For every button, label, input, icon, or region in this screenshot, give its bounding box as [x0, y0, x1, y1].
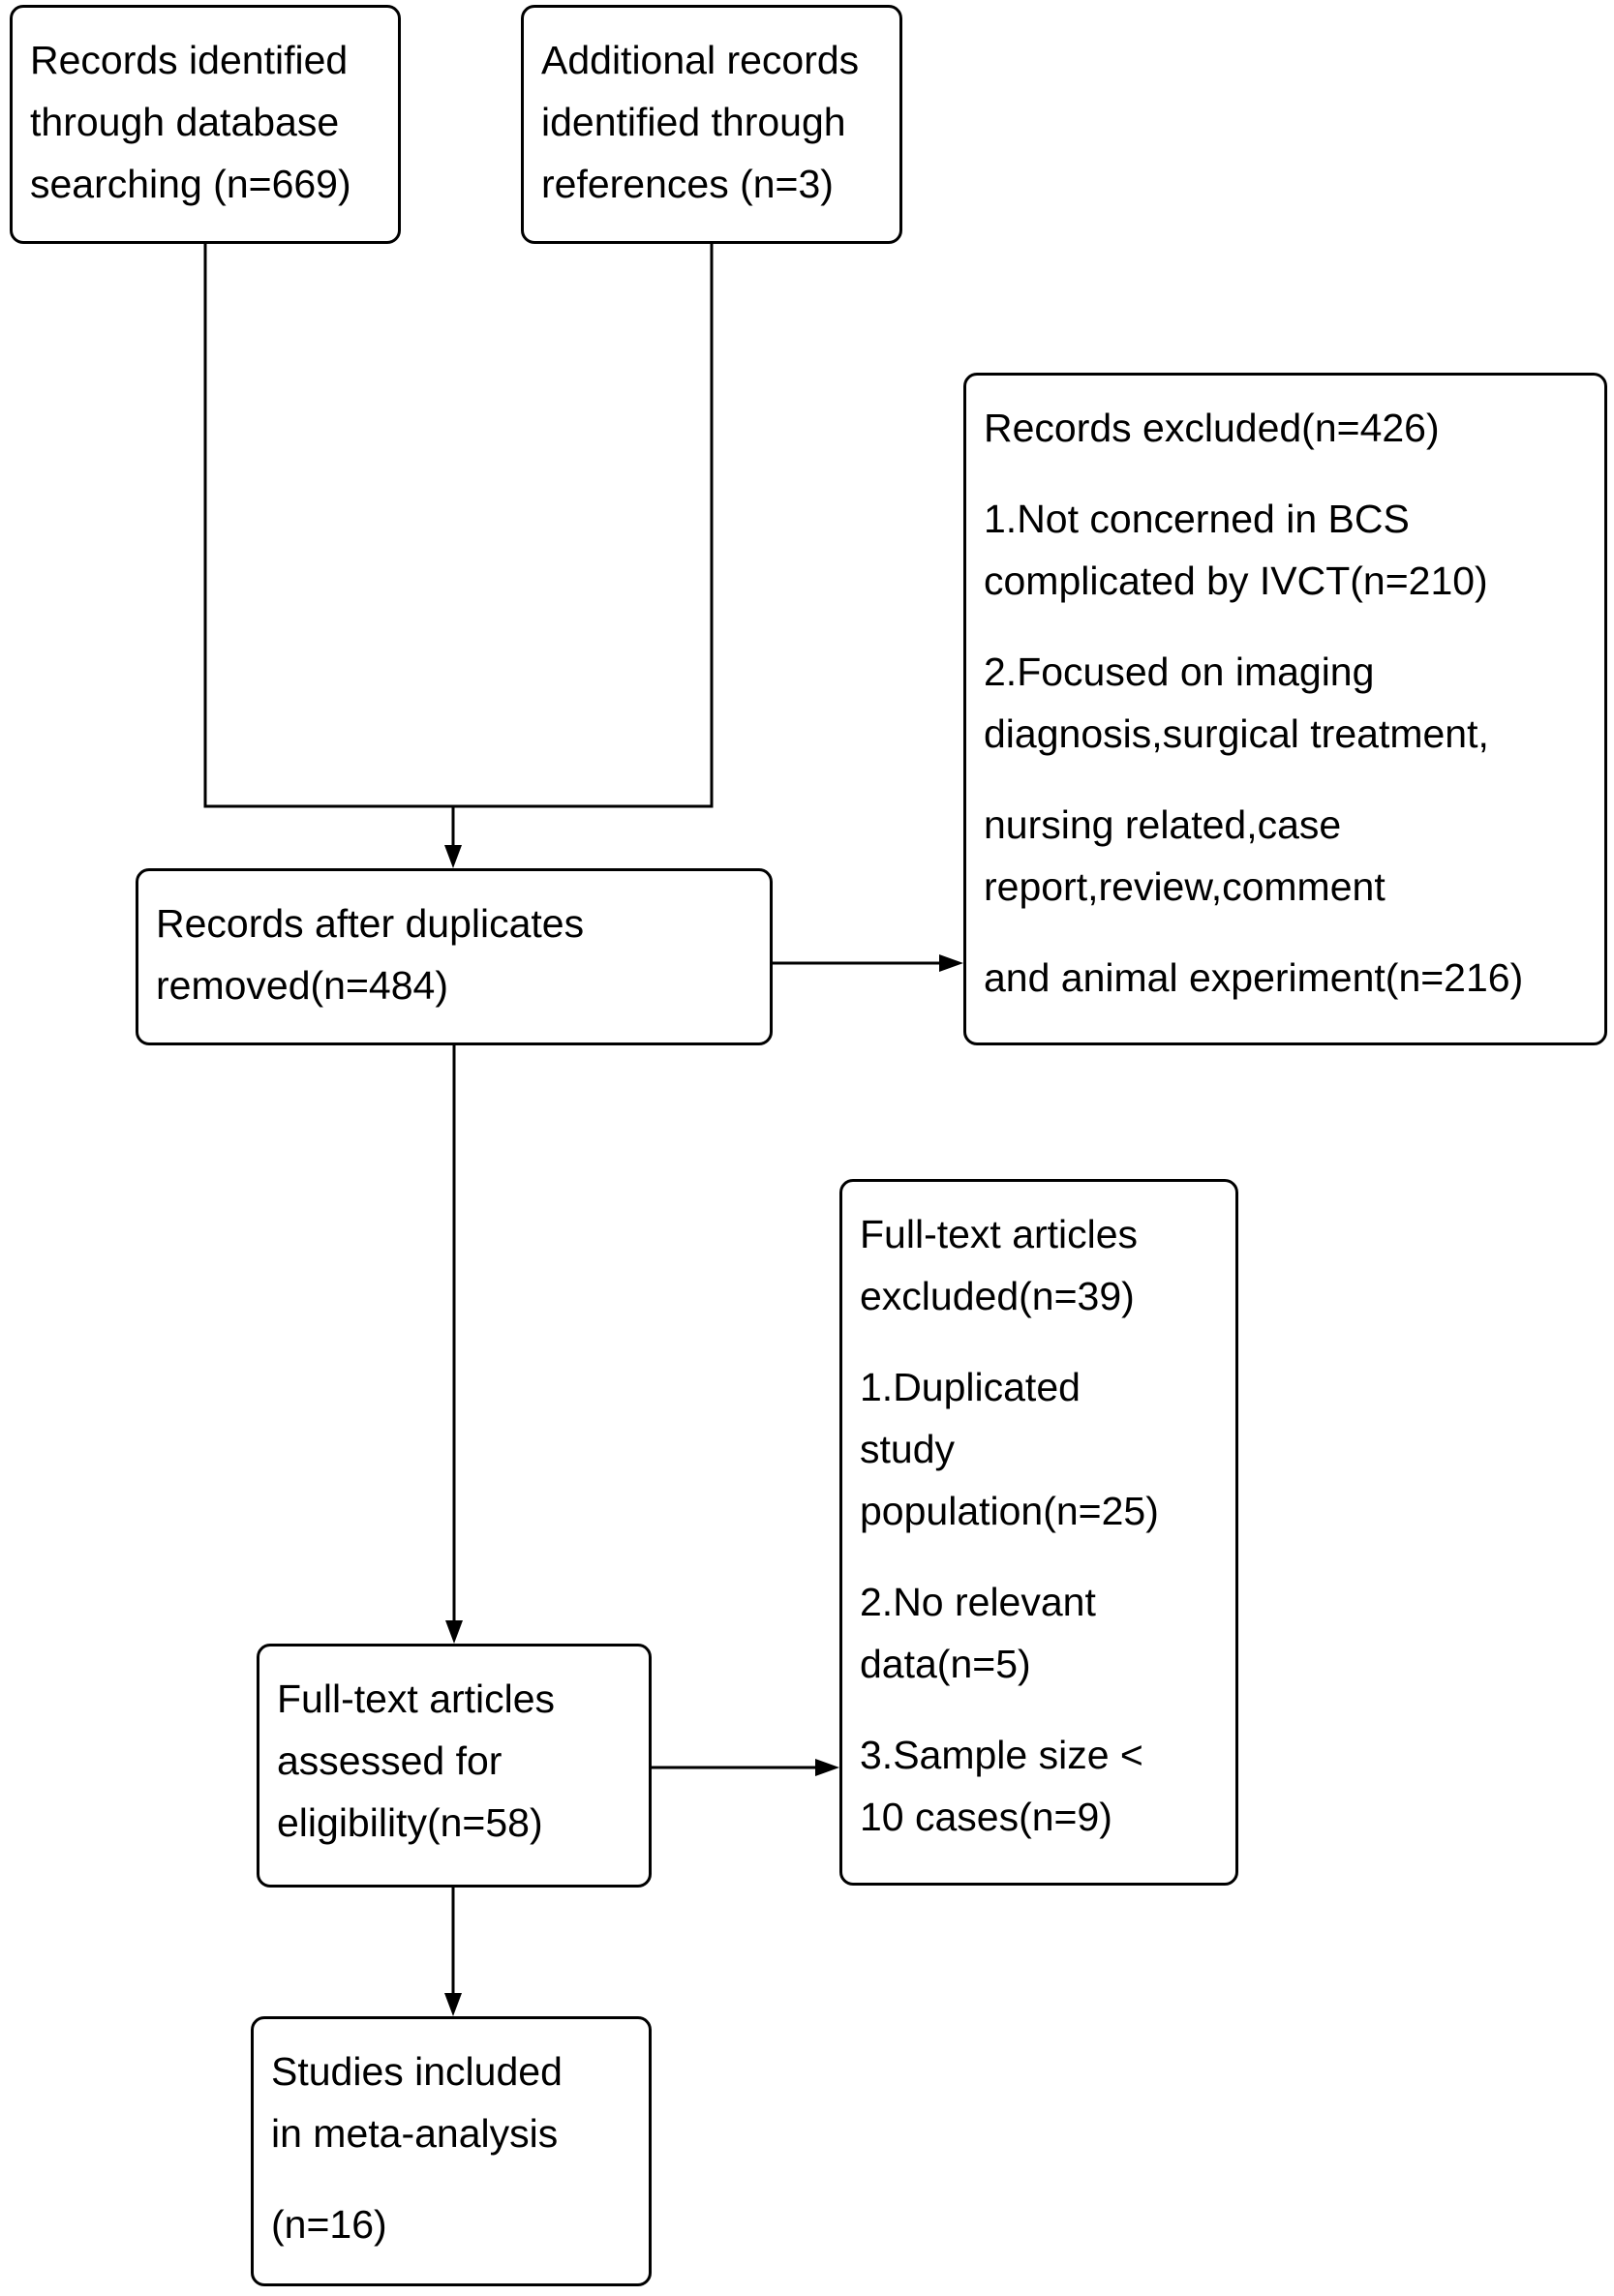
studies-included-text: Studies included in meta-analysis: [271, 2049, 563, 2156]
fulltext-assessed-text: Full-text articles assessed for eligibil…: [277, 1677, 556, 1845]
box-fulltext-assessed: Full-text articles assessed for eligibil…: [257, 1644, 652, 1888]
records-identified-text: Records identified through database sear…: [30, 38, 351, 206]
connector-merge-lines: [203, 244, 714, 852]
fulltext-excluded-title: Full-text articles excluded(n=39): [860, 1212, 1139, 1318]
arrow-right-icon: [939, 954, 963, 972]
records-excluded-reason-2: 2.Focused on imaging diagnosis,surgical …: [984, 650, 1489, 756]
box-fulltext-excluded: Full-text articles excluded(n=39) 1.Dupl…: [839, 1179, 1238, 1886]
fulltext-excluded-reason-3: 3.Sample size < 10 cases(n=9): [860, 1733, 1143, 1839]
box-studies-included: Studies included in meta-analysis (n=16): [251, 2016, 652, 2286]
records-excluded-reason-2-end: and animal experiment(n=216): [984, 955, 1524, 1000]
box-duplicates-removed: Records after duplicates removed(n=484): [136, 868, 773, 1045]
box-additional-records: Additional records identified through re…: [521, 5, 902, 244]
records-excluded-reason-1: 1.Not concerned in BCS complicated by IV…: [984, 497, 1488, 603]
fulltext-excluded-reason-1: 1.Duplicated study population(n=25): [860, 1365, 1159, 1533]
box-records-identified: Records identified through database sear…: [10, 5, 401, 244]
arrow-down-icon: [445, 1620, 463, 1644]
duplicates-removed-text: Records after duplicates removed(n=484): [156, 901, 585, 1008]
additional-records-text: Additional records identified through re…: [541, 38, 860, 206]
records-excluded-reason-2-cont: nursing related,case report,review,comme…: [984, 802, 1386, 909]
fulltext-excluded-reason-2: 2.No relevant data(n=5): [860, 1580, 1096, 1686]
records-excluded-title: Records excluded(n=426): [984, 406, 1440, 450]
arrow-down-icon: [444, 1993, 462, 2016]
arrow-down-icon: [444, 845, 462, 868]
box-records-excluded: Records excluded(n=426) 1.Not concerned …: [963, 373, 1607, 1045]
arrow-right-icon: [815, 1759, 839, 1776]
studies-included-count: (n=16): [271, 2202, 387, 2247]
